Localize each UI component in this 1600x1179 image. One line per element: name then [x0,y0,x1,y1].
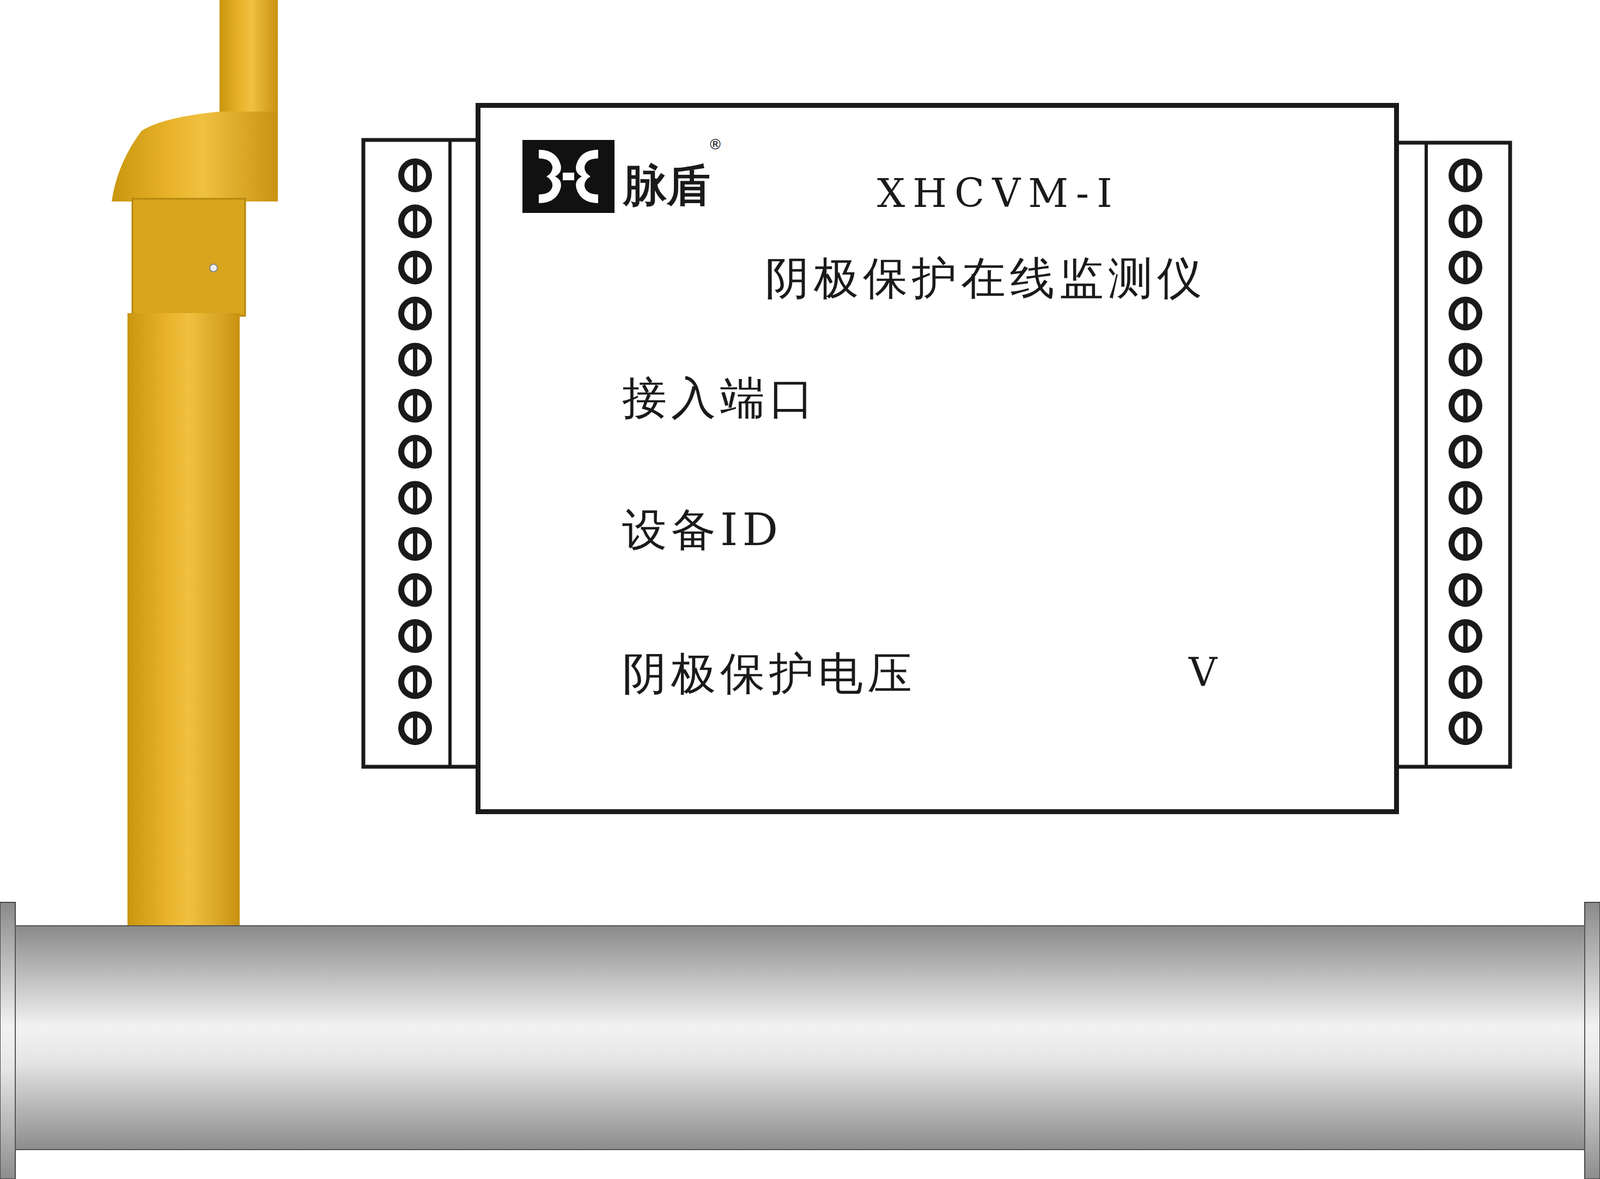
terminal-screw [398,342,433,377]
field-label: 设备ID [622,505,783,555]
terminal-screw [398,296,433,331]
terminal-screw [412,344,418,375]
terminal-screw [1448,388,1483,423]
terminal-screw [398,527,433,562]
terminal-block [363,140,478,768]
terminal-screw [412,298,418,330]
terminal-screw [412,667,418,698]
terminal-screw [1463,344,1468,375]
terminal-screw [412,482,418,514]
model-number: XHCVM-Ⅰ [877,172,1121,216]
terminal-screw [1448,158,1483,193]
terminal-screw [1448,481,1483,515]
terminal-screw [412,160,418,191]
unit-label: V [1188,651,1218,695]
registered-mark: ® [708,137,723,152]
terminal-screw [398,665,433,700]
terminal-screw [412,390,418,422]
terminal-screw [398,250,433,285]
terminal-screw [1448,711,1483,746]
terminal-screw [412,713,418,744]
terminal-screw [1463,574,1468,606]
field-label: 阴极保护电压 [622,649,917,699]
terminal-screw [398,158,433,193]
terminal-screw [1448,342,1483,377]
terminal-screw [398,435,433,470]
terminal-screw [398,481,433,515]
test-post [111,0,278,929]
terminal-screw [1448,527,1483,562]
terminal-screw [1448,573,1483,607]
terminal-screw [1463,252,1468,283]
terminal-screw [1448,296,1483,331]
terminal-screw [1448,435,1483,470]
brand-logo [522,140,615,214]
device-title: 阴极保护在线监测仪 [764,253,1207,303]
pipeline [0,902,1600,1179]
device-panel: 脉盾 XHCVM-Ⅰ 阴极保护在线监测仪接入端口设备ID 阴极保护电压 V [475,102,1399,815]
terminal-screw [412,436,418,468]
terminal-screw [398,204,433,239]
terminal-screw [1448,665,1483,700]
terminal-screw [412,206,418,237]
terminal-screw [398,388,433,423]
terminal-block [1396,142,1511,768]
terminal-screw [1463,621,1468,652]
terminal-screw [1448,204,1483,239]
terminal-screw [1463,206,1468,237]
terminal-screw [1463,436,1468,468]
terminal-screw [1463,298,1468,330]
terminal-screw [1463,390,1468,422]
terminal-screw [1463,528,1468,560]
terminal-screw [1463,667,1468,698]
terminal-screw [412,528,418,560]
terminal-screw [1463,713,1468,744]
terminal-screw [398,711,433,746]
terminal-screw [1448,250,1483,285]
terminal-screw [398,619,433,654]
terminal-screw [1448,619,1483,654]
brand-name: 脉盾 [623,161,711,210]
field-label: 接入端口 [622,373,819,423]
terminal-screw [398,573,433,607]
terminal-screw [1463,160,1468,191]
terminal-screw [412,252,418,283]
terminal-screw [412,574,418,606]
terminal-screw [412,621,418,652]
terminal-screw [1463,482,1468,514]
